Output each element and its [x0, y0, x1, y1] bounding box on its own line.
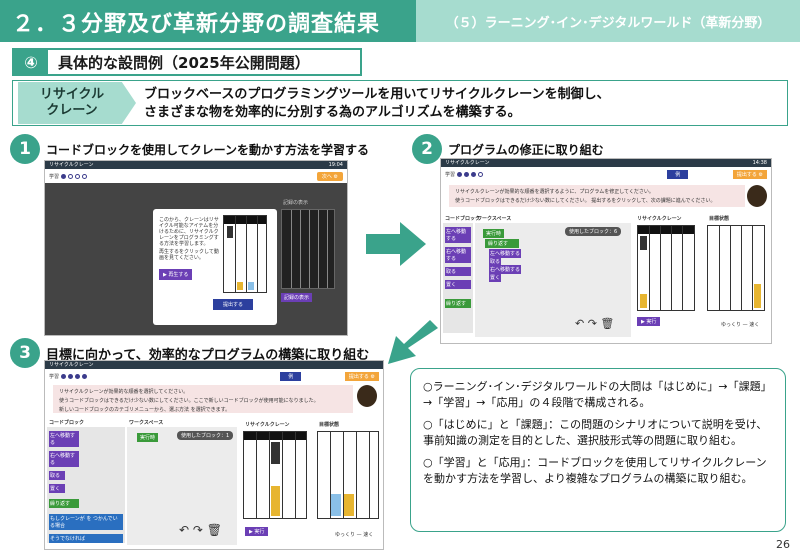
block-move-right[interactable]: 右へ移動する	[49, 451, 79, 467]
crane-claw-icon	[227, 226, 233, 238]
arrow-right-icon	[366, 222, 426, 266]
progress-dots	[456, 171, 483, 177]
undo-redo-icons[interactable]: ↶ ↷ 🗑	[179, 523, 222, 537]
intro-dialog: このから、クレーンはリサイクル可能なアイテムを分けるために、リサイクルクレーンを…	[153, 209, 277, 325]
block-if[interactable]: もしクレーンが を つかんでいる場合	[49, 514, 123, 530]
speed-slider[interactable]: ゆっくり — 速く	[721, 322, 760, 328]
block-move-left[interactable]: 左へ移動する	[445, 227, 471, 243]
progress-dots	[60, 173, 87, 179]
run-button[interactable]: ▶ 実行	[637, 317, 661, 326]
block-pick[interactable]: 取る	[49, 471, 65, 480]
goal-crane	[317, 431, 379, 519]
submit-button[interactable]: 提出する ⚙	[344, 371, 379, 381]
side-button[interactable]: 記録の表示	[281, 293, 313, 302]
speed-slider[interactable]: ゆっくり — 速く	[335, 532, 374, 538]
section-title-text: 具体的な設問例（2025年公開問題）	[58, 53, 310, 72]
undo-redo-icons[interactable]: ↶ ↷ 🗑	[575, 317, 615, 330]
workspace-area: 使用したブロック：6 実行時 繰り返す 左へ移動する 取る 右へ移動する 置く …	[475, 223, 631, 337]
crane-claw-icon	[271, 442, 280, 464]
next-button[interactable]: 次へ ⚙	[316, 171, 343, 181]
section-title: ④ 具体的な設問例（2025年公開問題）	[12, 48, 362, 76]
step-3-text: 目標に向かって、効率的なプログラムの構築に取り組む	[46, 347, 370, 363]
run-button[interactable]: ▶ 実行	[245, 527, 269, 536]
progress-dots	[60, 373, 87, 379]
note-1: ○ラーニング･イン･デジタルワールドの大問は「はじめに」→「課題」→「学習」→「…	[423, 380, 772, 409]
block-else[interactable]: そうでなければ	[49, 534, 123, 543]
dialog-crane	[223, 215, 267, 293]
block-repeat[interactable]: 繰り返す	[49, 499, 79, 508]
page-number: 26	[776, 538, 790, 551]
notes-box: ○ラーニング･イン･デジタルワールドの大問は「はじめに」→「課題」→「学習」→「…	[410, 368, 786, 532]
item-icon	[271, 486, 280, 516]
avatar	[357, 385, 377, 407]
avatar	[747, 185, 767, 207]
item-icon	[640, 294, 647, 308]
item-icon	[754, 284, 761, 308]
note-2: ○「はじめに」と「課題」：この問題のシナリオについて説明を受け、事前知識の測定を…	[423, 418, 768, 447]
note-3: ○「学習」と「応用」：コードブロックを使用してリサイクルクレーンを動かす方法を学…	[423, 456, 767, 485]
section-number: ④	[14, 50, 48, 74]
block-repeat[interactable]: 繰り返す	[445, 299, 471, 308]
recycle-crane	[243, 431, 307, 519]
workspace-area: 使用したブロック：1 実行時 ↶ ↷ 🗑	[127, 427, 237, 545]
step-2-text: プログラムの修正に取り組む	[448, 142, 604, 157]
step-3-label: 3 目標に向かって、効率的なプログラムの構築に取り組む	[10, 338, 369, 368]
step-2-label: 2 プログラムの修正に取り組む	[412, 134, 604, 164]
arrow-down-left-icon	[388, 320, 438, 364]
crane-claw-icon	[640, 236, 647, 250]
app-toolbar: 学習 例 提出する ⚙	[45, 369, 383, 383]
header-bar: ２．３分野及び革新分野の調査結果 （５）ラーニング･イン･デジタルワールド（革新…	[0, 0, 800, 42]
description-text: ブロックベースのプログラミングツールを用いてリサイクルクレーンを制御し、 さまざ…	[144, 87, 610, 120]
crane-tag: リサイクルクレーン	[18, 82, 136, 124]
block-move-right[interactable]: 右へ移動する	[445, 247, 471, 263]
step-1-label: 1 コードブロックを使用してクレーンを動かす方法を学習する	[10, 134, 369, 164]
item-icon	[331, 494, 341, 516]
codeblock-palette: 左へ移動する 右へ移動する 取る 置く 繰り返す	[443, 223, 473, 333]
submit-button[interactable]: 提出する	[213, 299, 254, 310]
bg-crane	[281, 209, 335, 289]
example-button[interactable]: 例	[280, 371, 302, 381]
codeblock-palette: 左へ移動する 右へ移動する 取る 置く 繰り返す もしクレーンが を つかんでい…	[47, 427, 125, 543]
instruction-box: リサイクルクレーンが効果的な順番を選択するように、プログラムを修正してください。…	[449, 185, 745, 207]
block-pick[interactable]: 取る	[445, 267, 471, 276]
play-button[interactable]: ▶ 再生する	[159, 269, 193, 280]
example-button[interactable]: 例	[667, 169, 689, 179]
description-frame	[12, 80, 788, 126]
screenshot-3: リサイクルクレーン 学習 例 提出する ⚙ リサイクルクレーンが効果的な順番を選…	[44, 360, 384, 550]
block-move-left[interactable]: 左へ移動する	[49, 431, 79, 447]
submit-button[interactable]: 提出する ⚙	[732, 169, 767, 179]
goal-crane	[707, 225, 765, 311]
step-2-number: 2	[412, 134, 442, 164]
block-place[interactable]: 置く	[445, 280, 471, 289]
header-subtitle: （５）ラーニング･イン･デジタルワールド（革新分野）	[416, 0, 800, 42]
app-toolbar: 学習 例 提出する ⚙	[441, 167, 771, 181]
instruction-box: リサイクルクレーンが効果的な順番を選択してください。 使うコードブロックはできる…	[53, 385, 353, 413]
item-icon	[237, 282, 243, 290]
app-toolbar: 学習 次へ ⚙	[45, 169, 347, 183]
page-title: ２．３分野及び革新分野の調査結果	[12, 12, 381, 37]
app-topbar: リサイクルクレーン	[45, 361, 383, 369]
item-icon	[248, 282, 254, 290]
step-1-text: コードブロックを使用してクレーンを動かす方法を学習する	[46, 142, 370, 157]
item-icon	[344, 494, 354, 516]
block-place[interactable]: 置く	[49, 484, 65, 493]
recycle-crane	[637, 225, 695, 311]
step-1-number: 1	[10, 134, 40, 164]
step-3-number: 3	[10, 338, 40, 368]
